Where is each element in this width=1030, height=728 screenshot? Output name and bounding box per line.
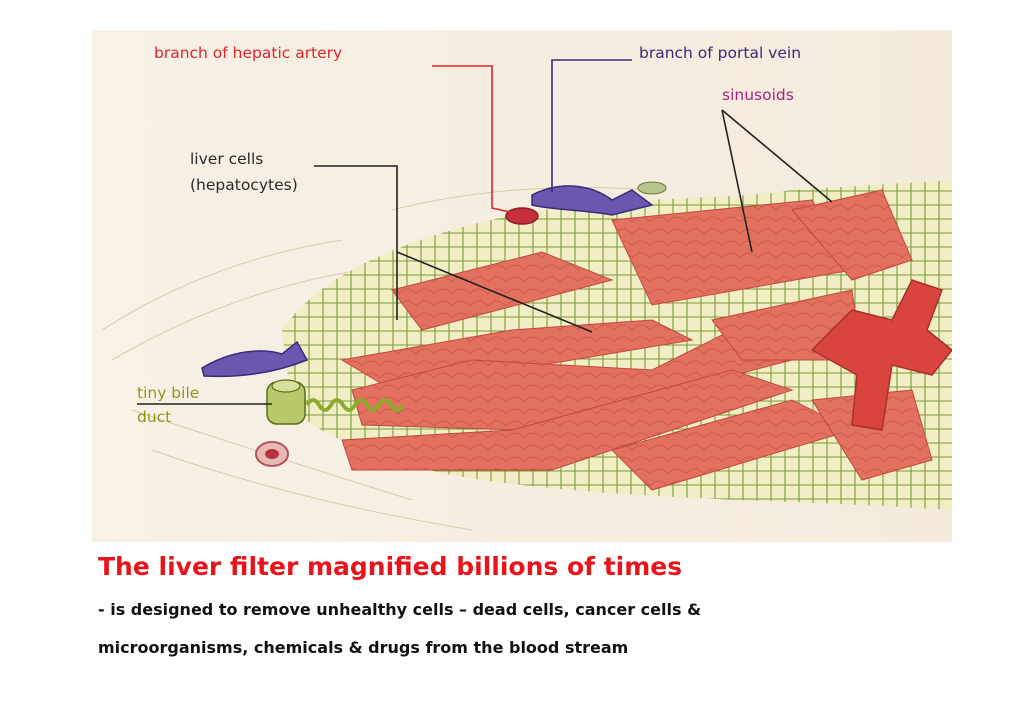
caption-line-1: - is designed to remove unhealthy cells … [98, 600, 702, 619]
caption-title: The liver filter magnified billions of t… [98, 552, 683, 581]
label-duct: duct [137, 408, 171, 426]
leader-lines [137, 59, 833, 405]
liver-illustration: branch of hepatic artery branch of porta… [92, 30, 952, 542]
label-liver-cells: liver cells [190, 150, 263, 168]
hepatic-artery-vessel [505, 207, 539, 225]
portal-vein-vessel-lower [201, 340, 309, 378]
caption-line-2: microorganisms, chemicals & drugs from t… [98, 638, 629, 657]
sinusoid-channels [340, 189, 933, 491]
label-tiny-bile: tiny bile [137, 384, 199, 402]
bile-canaliculus [305, 398, 405, 412]
label-hepatic-artery: branch of hepatic artery [154, 44, 342, 62]
small-duct-top [637, 181, 667, 195]
label-sinusoids: sinusoids [722, 86, 794, 104]
portal-vein-vessel [531, 185, 654, 216]
central-vein [810, 279, 952, 431]
bile-duct-vessel [266, 379, 306, 425]
label-portal-vein: branch of portal vein [639, 44, 801, 62]
liver-lobule-diagram: branch of hepatic artery branch of porta… [92, 30, 952, 542]
label-hepatocytes: (hepatocytes) [190, 176, 298, 194]
